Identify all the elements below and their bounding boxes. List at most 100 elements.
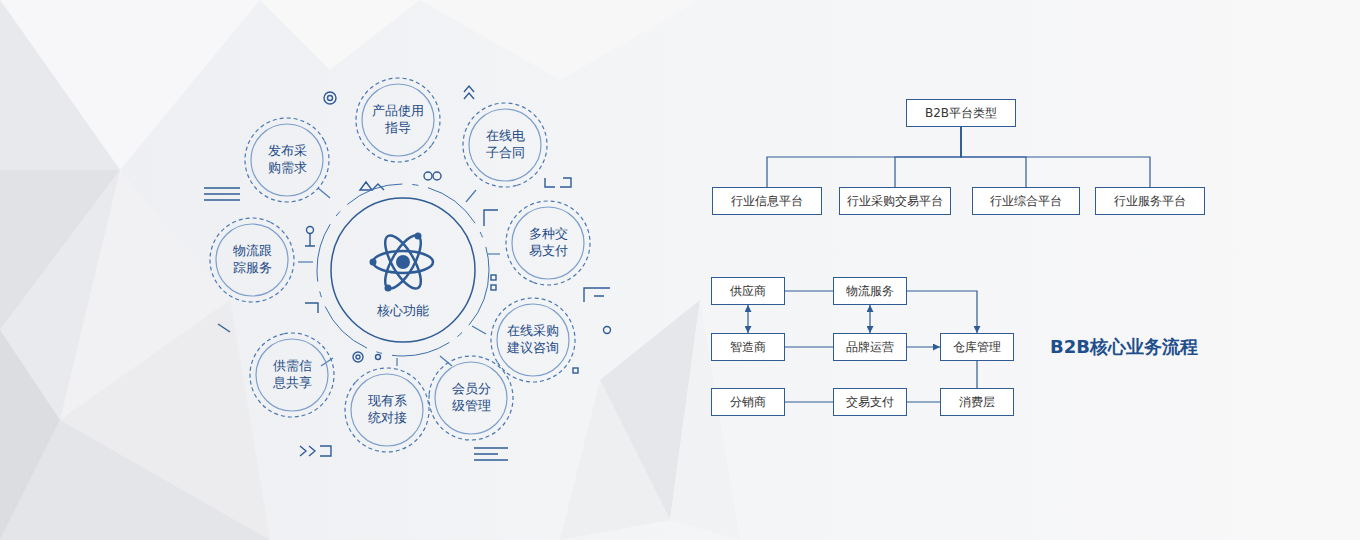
section-label: B2B核心业务流程 [1050, 335, 1198, 359]
connector-line [785, 290, 833, 291]
process-box: 仓库管理 [940, 333, 1014, 361]
node-text: 分销商 [730, 395, 766, 409]
function-circle: 供需信息共享 [247, 330, 337, 420]
decor-symbol [305, 303, 318, 313]
node-text: 仓库管理 [953, 340, 1001, 354]
core-function-circle: 核心功能 [313, 180, 493, 360]
process-box: 行业信息平台 [712, 187, 822, 215]
decor-symbol [584, 288, 610, 302]
atom-icon [378, 231, 427, 294]
function-circle: 现有系统对接 [342, 365, 432, 455]
leader-decor [488, 253, 500, 254]
circle-outline [512, 207, 584, 279]
connector-line [767, 127, 961, 187]
decor-symbol [356, 355, 360, 359]
node-text: 消费层 [959, 395, 995, 409]
node-text: 物流服务 [846, 284, 894, 298]
low-poly-shape [0, 420, 270, 540]
process-box: B2B平台类型 [906, 99, 1016, 127]
decor-symbol [545, 178, 571, 187]
node-text: 核心功能 [377, 303, 429, 320]
atom-icon [415, 233, 422, 240]
low-poly-shape [0, 0, 740, 540]
node-text: 现有系统对接 [366, 393, 408, 427]
function-circle: 在线采购建议咨询 [488, 295, 578, 385]
decor-symbol [218, 324, 230, 332]
circle-outline [256, 339, 328, 411]
decor-symbol [433, 172, 441, 180]
node-text: 交易支付 [846, 395, 894, 409]
process-box: 行业采购交易平台 [839, 187, 951, 215]
dashed-ring [317, 184, 489, 356]
node-text: 智造商 [730, 340, 766, 354]
atom-icon [370, 231, 434, 294]
low-poly-shape [420, 0, 700, 80]
decor-symbol [491, 275, 496, 280]
decor-symbol [204, 86, 611, 460]
atom-icon [378, 231, 427, 294]
process-box: 交易支付 [833, 388, 907, 416]
connector-line [976, 361, 977, 388]
decor-symbol [376, 355, 381, 360]
node-text: 供应商 [730, 284, 766, 298]
node-text: 在线电子合同 [484, 128, 526, 162]
process-box: 品牌运营 [833, 333, 907, 361]
atom-icon [373, 251, 433, 273]
leader-decor [318, 188, 330, 198]
process-box: 物流服务 [833, 277, 907, 305]
atom-icon [385, 285, 392, 292]
node-text: 行业采购交易平台 [847, 194, 943, 208]
dashed-ring [243, 326, 341, 424]
circle-outline [331, 198, 475, 342]
low-poly-shape [0, 0, 260, 170]
function-circle: 多种交易支付 [503, 198, 593, 288]
process-box: 分销商 [711, 388, 785, 416]
node-text: 产品使用指导 [371, 103, 426, 137]
leader-decor [396, 358, 397, 366]
function-circle: 在线电子合同 [460, 100, 550, 190]
decor-symbol [360, 182, 384, 190]
dashed-ring [339, 61, 457, 179]
low-poly-shape [0, 0, 120, 170]
process-box: 供应商 [711, 277, 785, 305]
circle-outline [469, 109, 541, 181]
decor-symbol [573, 368, 578, 373]
function-circle: 产品使用指导 [353, 75, 443, 165]
decor-symbol [491, 285, 496, 290]
decor-symbol [464, 86, 474, 99]
dashed-ring [494, 189, 603, 298]
connector-line [895, 127, 961, 187]
node-text: 发布采购需求 [266, 143, 308, 177]
leader-decor [466, 190, 476, 202]
decor-symbol [353, 352, 363, 362]
circle-outline [351, 374, 423, 446]
node-text: 行业服务平台 [1114, 194, 1186, 208]
decor-symbol [324, 92, 336, 104]
node-text: 多种交易支付 [527, 226, 569, 260]
connector-line [747, 305, 748, 333]
process-box: 消费层 [940, 388, 1014, 416]
decor-symbol [204, 188, 240, 200]
decor-symbol [300, 446, 331, 456]
connector-line [907, 401, 940, 402]
leader-decor [472, 326, 486, 334]
connector-line [907, 291, 977, 333]
dashed-ring [453, 93, 557, 197]
decor-symbol [424, 172, 432, 180]
decor-symbol [604, 327, 611, 334]
node-text: 会员分级管理 [450, 381, 492, 415]
node-text: 品牌运营 [846, 340, 894, 354]
connector-line [961, 127, 1150, 187]
process-box: 行业服务平台 [1095, 187, 1205, 215]
connector-line [907, 346, 940, 347]
circle-outline [251, 124, 323, 196]
low-poly-shape [560, 380, 670, 540]
node-text: 在线采购建议咨询 [506, 323, 561, 357]
dashed-ring [475, 282, 591, 398]
connector-line [785, 401, 833, 402]
leader-decor [298, 261, 313, 262]
dashed-ring [425, 352, 516, 443]
